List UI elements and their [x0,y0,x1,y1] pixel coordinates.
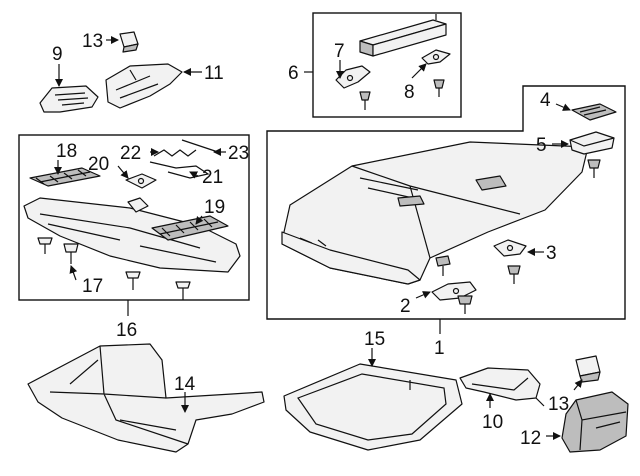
part-fastener-b [125,271,141,290]
part-13-lower-clip [575,355,601,383]
part-2-screw [457,295,473,314]
part-7-screw [359,91,371,110]
callout-7: 7 [334,41,345,62]
part-fastener-a [37,237,53,254]
callout-11: 11 [204,63,224,84]
callout-22: 22 [120,143,141,164]
part-fastener-c [175,281,191,300]
callout-12: 12 [520,428,541,449]
part-21-wire [149,161,210,179]
leader-21 [189,171,199,179]
part-10-bracket [459,367,545,407]
part-13-clip [119,31,139,53]
leader-4 [555,103,571,111]
part-14-trim [27,343,265,453]
part-3-screw [507,265,521,284]
callout-10: 10 [482,412,503,433]
group-box-1 [266,85,626,320]
callout-1: 1 [434,338,445,359]
part-sill-panel [23,197,241,273]
leader-8 [411,63,427,79]
leader-20 [117,165,129,179]
callout-13b: 13 [548,394,569,415]
part-5-bin [569,131,615,155]
callout-2: 2 [400,296,411,317]
part-9-bracket [39,85,99,113]
part-15-tray [283,363,463,451]
group-box-6 [312,12,462,118]
part-1-bumper [435,255,451,276]
part-7-bracket [335,65,371,89]
callout-9: 9 [52,44,63,65]
part-19-grille [151,215,229,241]
part-small-clip [127,197,149,213]
part-4-pad [571,103,617,121]
part-5-screw [587,159,601,178]
callout-15: 15 [364,329,385,350]
part-6-cover [359,14,447,57]
callout-3: 3 [546,243,557,264]
part-8-clip [421,49,451,65]
part-12-housing [561,391,629,453]
part-20-clip [125,173,157,189]
callout-16: 16 [116,320,137,341]
callout-20: 20 [88,154,109,175]
callout-4: 4 [540,90,551,111]
part-8-screw [433,79,445,97]
callout-19: 19 [204,197,225,218]
part-3-hinge [493,239,527,257]
part-11-bracket [105,63,183,109]
part-17-fastener [63,243,79,264]
part-18-grille [29,167,101,187]
callout-14: 14 [174,374,196,395]
part-23-rod [181,139,219,153]
callout-6: 6 [288,63,299,84]
callout-21: 21 [202,167,223,188]
callout-8: 8 [404,82,415,103]
leader-19 [195,215,204,225]
callout-23: 23 [228,143,249,164]
callout-18: 18 [56,141,77,162]
leader-17 [69,265,78,281]
leader-13b [573,379,583,391]
group-box-16 [18,134,250,301]
part-1-load-floor [281,141,589,285]
leader-2 [415,291,431,299]
callout-13a: 13 [82,31,103,52]
part-22-spring [153,149,197,157]
callout-5: 5 [536,135,547,156]
callout-17: 17 [82,276,103,297]
